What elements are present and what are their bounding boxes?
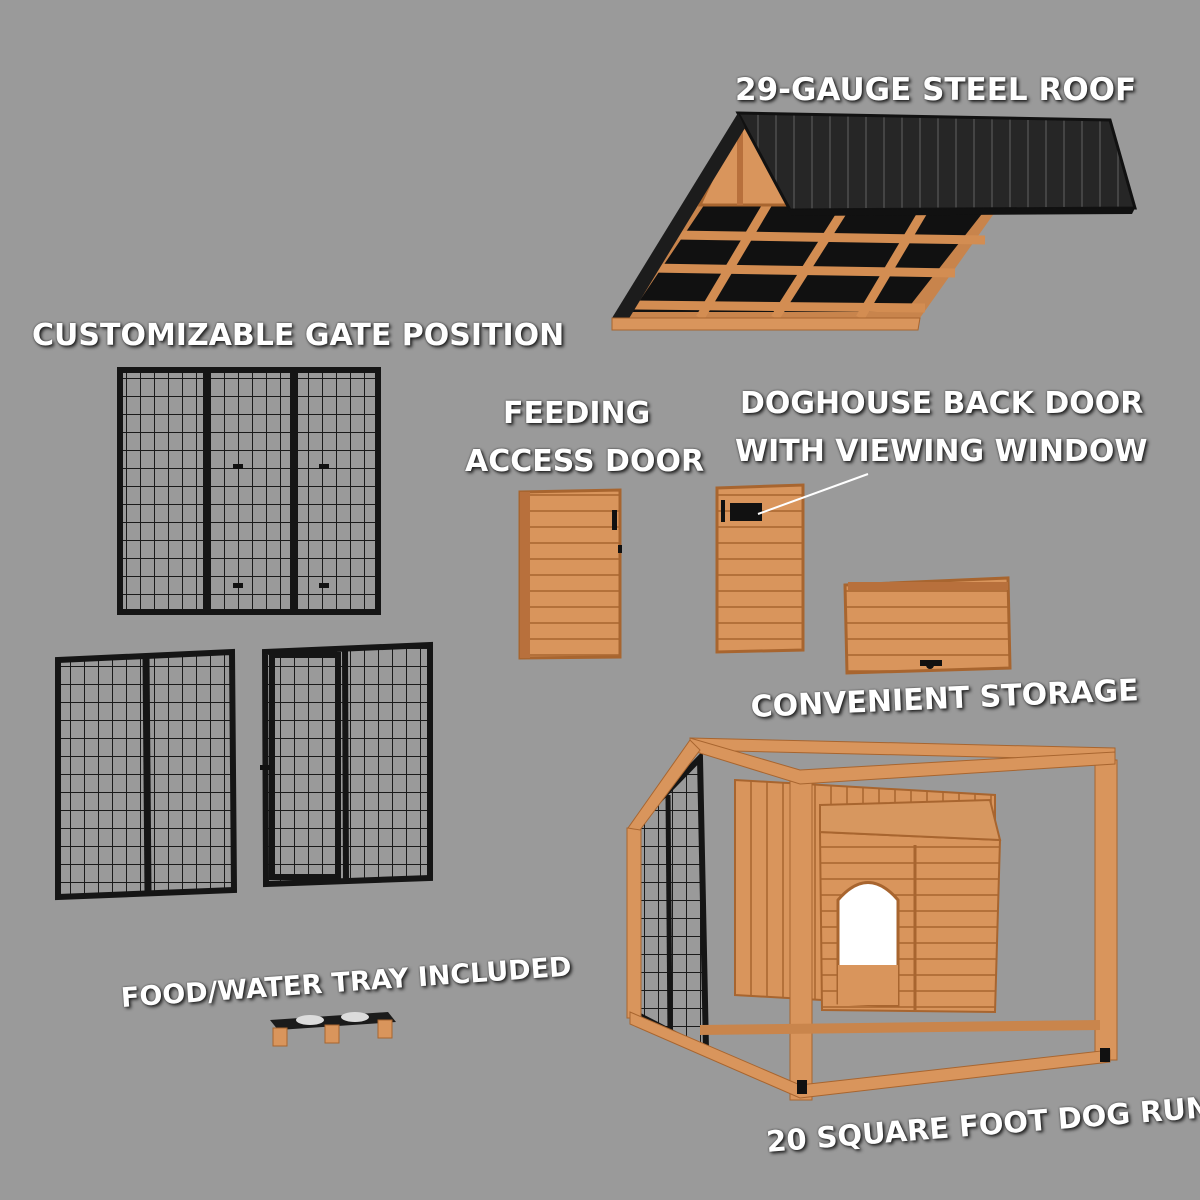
steel-roof: [611, 111, 1137, 331]
back-door-label-line2: WITH VIEWING WINDOW: [735, 434, 1148, 469]
back-door-label-line1: DOGHOUSE BACK DOOR: [740, 386, 1144, 421]
dog-run-frame: [626, 737, 1118, 1101]
feeding-access-door: [518, 488, 622, 660]
roof-label: 29-GAUGE STEEL ROOF: [735, 72, 1137, 108]
gate-panel-large: [117, 367, 381, 615]
feeding-door-label-line1: FEEDING: [503, 396, 651, 431]
feeding-door-label-line2: ACCESS DOOR: [465, 444, 705, 479]
gate-panel-left: [55, 648, 238, 901]
gate-label: CUSTOMIZABLE GATE POSITION: [32, 318, 565, 353]
food-water-tray: [270, 1012, 396, 1047]
storage-lid: [843, 576, 1012, 675]
doghouse-back-door: [715, 473, 869, 654]
gate-panel-door: [260, 641, 433, 888]
